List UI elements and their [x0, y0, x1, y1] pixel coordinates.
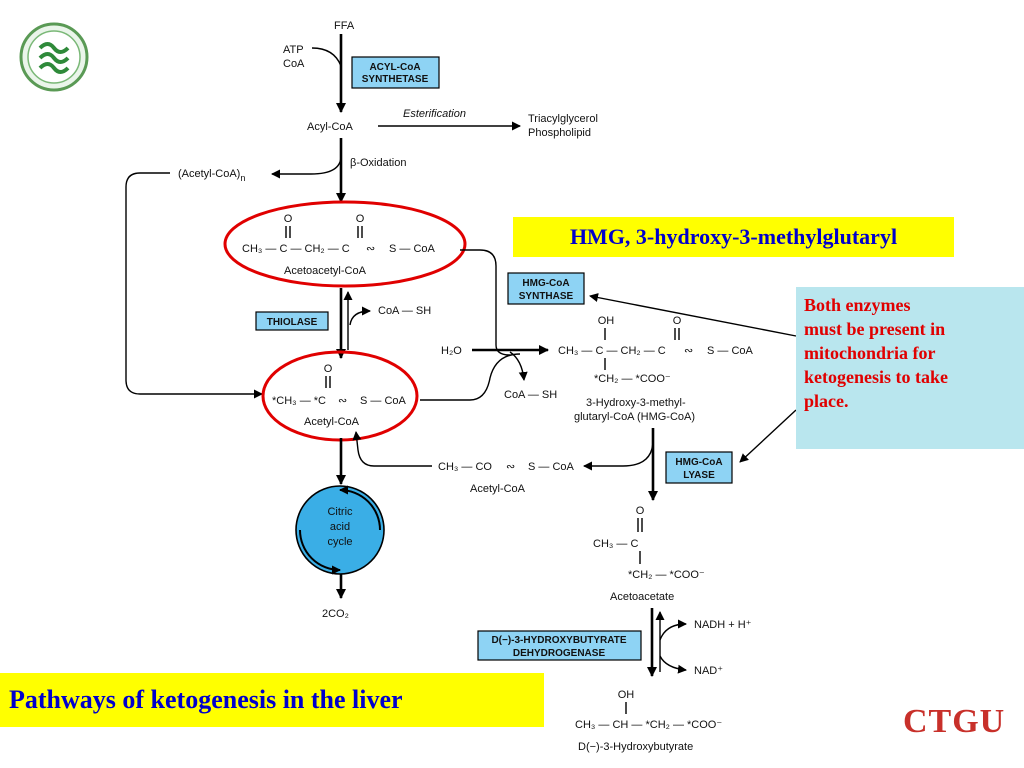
svg-text:ACYL-CoA: ACYL-CoA: [369, 62, 420, 73]
svg-text:O: O: [356, 213, 365, 225]
triacylglycerol-label: Triacylglycerol: [528, 113, 598, 125]
svg-text:CH₃ — C — CH₂ — C: CH₃ — C — CH₂ — C: [558, 345, 666, 357]
acetyl-coa-formula: O *CH₃ — *C ∾ S — CoA: [272, 363, 407, 407]
acyl-coa-label: Acyl-CoA: [307, 121, 354, 133]
svg-text:Citric: Citric: [327, 506, 353, 518]
svg-text:*CH₃ — *C: *CH₃ — *C: [272, 395, 326, 407]
svg-text:CH₃ — CO: CH₃ — CO: [438, 461, 492, 473]
svg-text:D(−)-3-HYDROXYBUTYRATE: D(−)-3-HYDROXYBUTYRATE: [491, 635, 626, 646]
co2-label: 2CO₂: [322, 608, 349, 620]
university-seal-logo: [19, 22, 89, 92]
acetyl-coa-label: Acetyl-CoA: [304, 416, 360, 428]
lyase-to-acetyl-arrow: [583, 439, 654, 471]
svg-text:*CH₂ — *COO⁻: *CH₂ — *COO⁻: [594, 373, 671, 385]
acetoacetyl-highlight-circle: [223, 200, 467, 288]
hmg-coa-formula: OH O CH₃ — C — CH₂ — C ∾ S — CoA *CH₂ — …: [558, 315, 754, 385]
nadh-arrow: [659, 619, 687, 641]
svg-text:HMG-CoA: HMG-CoA: [522, 278, 569, 289]
acetyl-coa-2-formula: CH₃ — CO ∾ S — CoA: [438, 461, 575, 473]
note-line: place.: [804, 391, 849, 411]
svg-text:∾: ∾: [366, 243, 375, 255]
svg-text:SYNTHETASE: SYNTHETASE: [362, 74, 429, 85]
svg-text:O: O: [636, 505, 645, 517]
acetyl-coa-n-label: (Acetyl-CoA)n: [178, 168, 245, 183]
enzyme-location-note: Both enzymes must be present in mitochon…: [796, 287, 1024, 449]
atp-label: ATP: [283, 44, 304, 56]
svg-text:CH₃ — CH — *CH₂ — *COO⁻: CH₃ — CH — *CH₂ — *COO⁻: [575, 719, 722, 731]
acetoacetyl-coa-label: Acetoacetyl-CoA: [284, 265, 367, 277]
enzyme-hmg-coa-synthase: HMG-CoA SYNTHASE: [507, 272, 585, 305]
hydroxybutyrate-formula: OH CH₃ — CH — *CH₂ — *COO⁻: [575, 689, 722, 731]
acetyl-coa-2-label: Acetyl-CoA: [470, 483, 526, 495]
svg-text:∾: ∾: [338, 395, 347, 407]
svg-text:HMG-CoA: HMG-CoA: [675, 457, 722, 468]
enzyme-hydroxybutyrate-dehydrogenase: D(−)-3-HYDROXYBUTYRATE DEHYDROGENASE: [477, 630, 642, 661]
enzyme-thiolase: THIOLASE: [255, 311, 329, 331]
to-acetyl-coa-n-arrow: [271, 155, 342, 179]
note-line: Both enzymes: [804, 295, 911, 315]
svg-text:S — CoA: S — CoA: [360, 395, 407, 407]
svg-text:acid: acid: [330, 521, 350, 533]
esterification-label: Esterification: [403, 108, 466, 120]
atp-arrow: [311, 47, 342, 67]
slide-title: Pathways of ketogenesis in the liver: [0, 673, 544, 727]
svg-text:SYNTHASE: SYNTHASE: [519, 291, 574, 302]
hmg-coa-name-line2: glutaryl-CoA (HMG-CoA): [574, 411, 695, 423]
nadh-label: NADH + H⁺: [694, 619, 752, 631]
beta-oxidation-label: β-Oxidation: [350, 157, 406, 169]
phospholipid-label: Phospholipid: [528, 127, 591, 139]
svg-text:LYASE: LYASE: [683, 470, 715, 481]
coa-sh-label-1: CoA — SH: [378, 305, 431, 317]
enzyme-acyl-coa-synthetase: ACYL-CoA SYNTHETASE: [351, 56, 440, 89]
ctgu-logo-text: CTGU: [903, 703, 1006, 740]
note-line: ketogenesis to take: [804, 367, 948, 387]
svg-text:OH: OH: [618, 689, 635, 701]
svg-text:DEHYDROGENASE: DEHYDROGENASE: [513, 648, 606, 659]
coa-sh-release-arrow-2: [509, 351, 528, 381]
svg-text:CH₃ — C: CH₃ — C: [593, 538, 638, 550]
svg-text:O: O: [284, 213, 293, 225]
svg-text:O: O: [324, 363, 333, 375]
svg-text:S — CoA: S — CoA: [707, 345, 754, 357]
note-line: mitochondria for: [804, 343, 936, 363]
svg-text:CH₃ — C — CH₂ — C: CH₃ — C — CH₂ — C: [242, 243, 350, 255]
acetoacetyl-coa-formula: O O CH₃ — C — CH₂ — C ∾ S — CoA: [242, 213, 436, 255]
svg-text:S — CoA: S — CoA: [528, 461, 575, 473]
svg-text:cycle: cycle: [327, 536, 352, 548]
acetyl-coa-n-to-acetyl-arrow: [125, 172, 263, 399]
coa-label: CoA: [283, 58, 305, 70]
svg-text:S — CoA: S — CoA: [389, 243, 436, 255]
note-pointer-synthase: [589, 293, 797, 337]
svg-text:∾: ∾: [506, 461, 515, 473]
coa-sh-release-arrow: [349, 306, 371, 326]
svg-text:*CH₂ — *COO⁻: *CH₂ — *COO⁻: [628, 569, 705, 581]
hydroxybutyrate-label: D(−)-3-Hydroxybutyrate: [578, 741, 693, 753]
svg-text:OH: OH: [598, 315, 615, 327]
acetyl-recycle-arrow: [352, 431, 432, 467]
svg-text:∾: ∾: [684, 345, 693, 357]
acetoacetate-formula: O CH₃ — C *CH₂ — *COO⁻: [593, 505, 705, 581]
coa-sh-label-2: CoA — SH: [504, 389, 557, 401]
svg-text:THIOLASE: THIOLASE: [267, 317, 318, 328]
nad-label: NAD⁺: [694, 665, 723, 677]
citric-acid-cycle: Citric acid cycle: [295, 485, 385, 575]
hmg-coa-name-line1: 3-Hydroxy-3-methyl-: [586, 397, 686, 409]
hmg-abbreviation-callout: HMG, 3-hydroxy-3-methylglutaryl: [513, 217, 954, 257]
acetoacetyl-to-hmg-line: [460, 249, 511, 356]
acetyl-to-hmg-line: [420, 353, 521, 401]
note-line: must be present in: [804, 319, 946, 339]
acetoacetate-label: Acetoacetate: [610, 591, 674, 603]
note-pointer-lyase: [739, 409, 797, 463]
enzyme-hmg-coa-lyase: HMG-CoA LYASE: [665, 451, 733, 484]
nad-arrow: [659, 655, 687, 674]
ffa-label: FFA: [334, 20, 355, 32]
h2o-label: H₂O: [441, 345, 462, 357]
svg-text:O: O: [673, 315, 682, 327]
